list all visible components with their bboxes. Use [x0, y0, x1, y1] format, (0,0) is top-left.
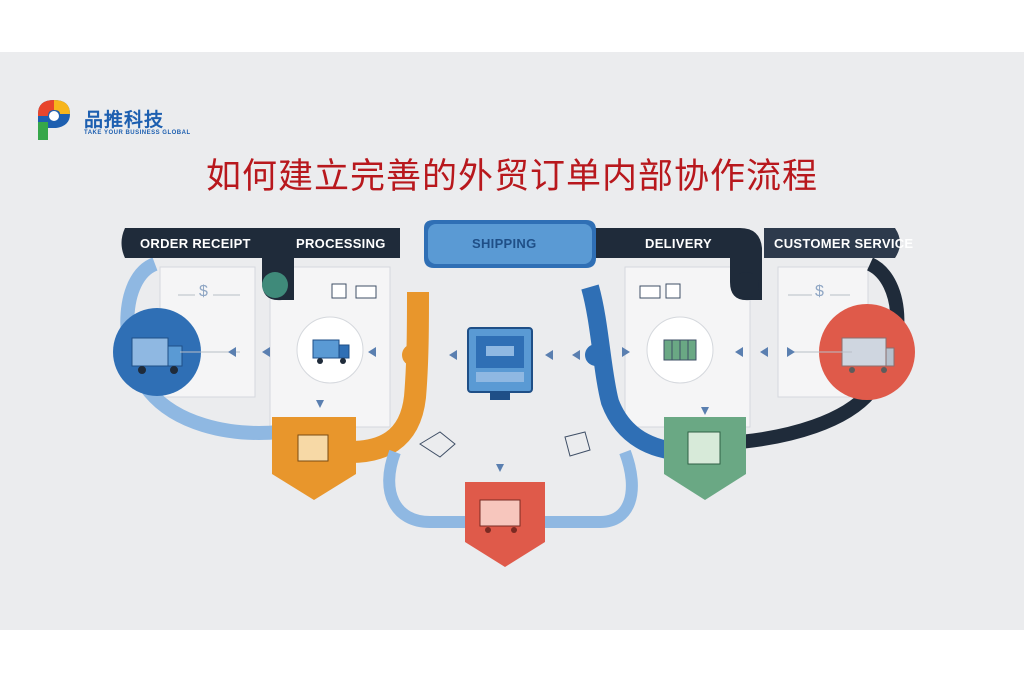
blue-flow-right	[581, 284, 691, 461]
tab-band-customer	[764, 228, 900, 258]
delivery-container-icon	[663, 339, 697, 361]
tab-shipping-face	[428, 224, 592, 264]
processing-person-node	[402, 344, 424, 366]
brand-name: 品推科技	[84, 109, 165, 131]
box-icon	[297, 434, 329, 462]
document-icon	[639, 285, 661, 299]
document-icon	[355, 285, 377, 299]
stage-label-customer-service: CUSTOMER SERVICE	[774, 236, 914, 251]
tab-band-left	[121, 228, 400, 258]
processing-badge	[262, 272, 288, 298]
cart-icon	[479, 499, 521, 533]
tab-band-delivery	[590, 228, 762, 258]
checklist-icon	[687, 431, 721, 465]
stage-label-shipping: SHIPPING	[472, 236, 537, 251]
dollar-icon: $	[199, 283, 208, 300]
infographic-canvas: 品推科技 TAKE YOUR BUSINESS GLOBAL 如何建立完善的外贸…	[0, 52, 1024, 630]
brand-tagline: TAKE YOUR BUSINESS GLOBAL	[84, 130, 191, 136]
stage-label-delivery: DELIVERY	[645, 236, 712, 251]
document-icon	[665, 283, 681, 299]
delivery-person-node	[585, 344, 607, 366]
flow-arrows	[228, 347, 795, 472]
brand-logo	[38, 100, 70, 140]
stage-label-processing: PROCESSING	[296, 236, 386, 251]
processing-truck-icon	[312, 339, 350, 364]
orange-flow	[349, 291, 429, 463]
dollar-icon: $	[815, 283, 824, 300]
document-icon	[331, 283, 347, 299]
delivery-badge	[733, 272, 759, 298]
workflow-diagram	[113, 220, 915, 567]
page-title: 如何建立完善的外贸订单内部协作流程	[205, 157, 818, 197]
monitor-icon	[467, 327, 533, 400]
truck-icon	[131, 337, 183, 374]
package-sketch-icon	[419, 431, 456, 458]
stage-label-order-receipt: ORDER RECEIPT	[140, 236, 251, 251]
package-sketch-icon-right	[564, 431, 591, 457]
